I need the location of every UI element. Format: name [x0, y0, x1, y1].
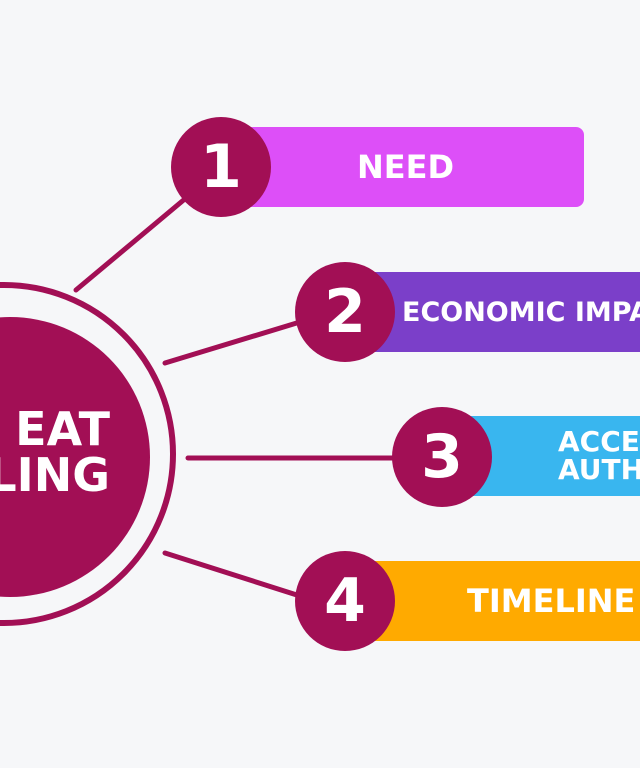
hub-label: EAT LING [0, 406, 110, 498]
number-badge-2: 2 [295, 262, 395, 362]
item-bar-timeline: TIMELINE [352, 561, 640, 641]
item-label-access-authority: ACCE AUTH [558, 428, 640, 484]
connector-line-1 [73, 195, 189, 293]
item-label-line-2: AUTH [558, 453, 640, 486]
number-badge-3: 3 [392, 407, 492, 507]
connector-line-2 [162, 319, 303, 366]
item-label-line-1: ACCE [558, 425, 640, 458]
number-badge-4: 4 [295, 551, 395, 651]
item-label-timeline: TIMELINE [467, 582, 636, 620]
item-bar-economic-impact: ECONOMIC IMPA [352, 272, 640, 352]
item-label-economic-impact: ECONOMIC IMPA [402, 296, 640, 328]
item-bar-need: NEED [232, 127, 584, 207]
number-badge-1: 1 [171, 117, 271, 217]
connector-line-4 [162, 550, 303, 599]
hub-label-line-1: EAT [15, 402, 110, 456]
item-label-need: NEED [357, 148, 455, 186]
hub-label-line-2: LING [0, 448, 110, 502]
